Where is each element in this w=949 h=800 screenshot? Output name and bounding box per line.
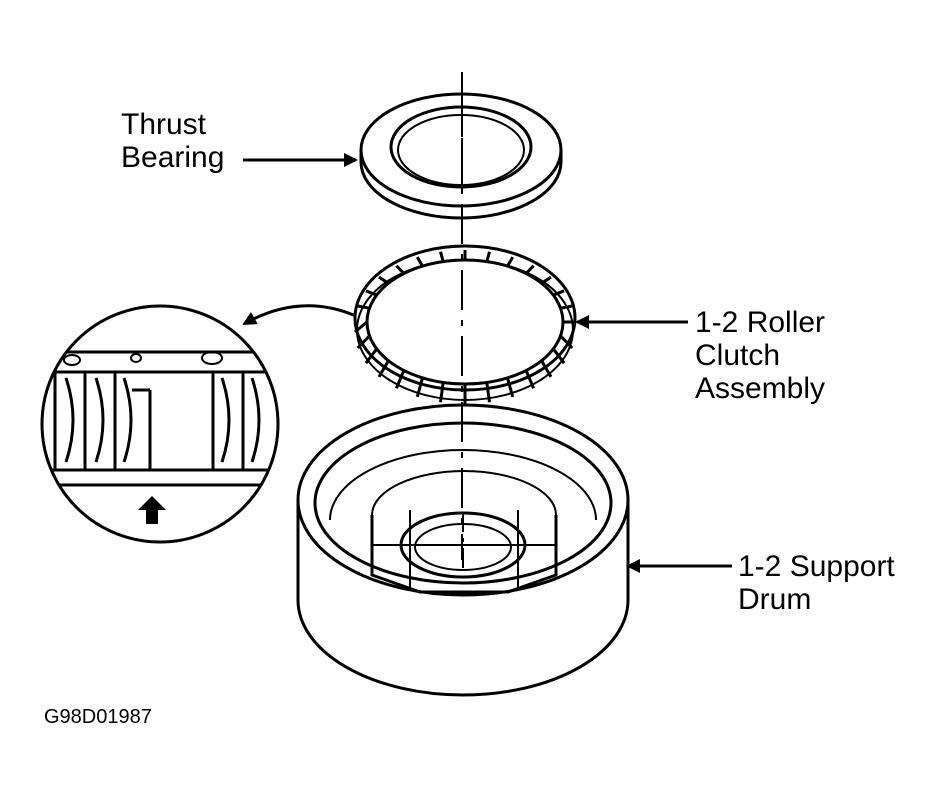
roller-clutch-label: 1-2 Roller Clutch Assembly — [695, 306, 825, 405]
roller-clutch-label-line2: Clutch — [695, 339, 781, 372]
clutch-rib — [485, 382, 491, 403]
clutch-rib — [439, 251, 445, 262]
roller-clutch-label-line1: 1-2 Roller — [695, 306, 826, 339]
roller-clutch-label-line3: Assembly — [695, 372, 826, 405]
clutch-rib — [552, 289, 565, 297]
clutch-rib — [439, 382, 445, 403]
thrust-bearing-label-line2: Bearing — [121, 141, 225, 174]
clutch-rib — [552, 347, 566, 365]
thrust-bearing-label: Thrust Bearing — [121, 108, 224, 174]
clutch-rib — [365, 289, 378, 297]
clutch-rib — [540, 275, 552, 285]
clutch-rib — [506, 256, 514, 267]
clutch-rib — [395, 369, 406, 389]
support-drum-label: 1-2 Support Drum — [738, 550, 895, 616]
clutch-rib — [525, 264, 535, 275]
clutch-rib — [559, 334, 574, 350]
clutch-rib — [377, 359, 390, 378]
clutch-rib — [524, 369, 535, 389]
clutch-rib — [364, 347, 378, 365]
clutch-rib — [378, 275, 390, 285]
clutch-rib — [395, 264, 405, 275]
thrust-bearing-drawing — [359, 92, 563, 220]
detail-view — [40, 304, 280, 544]
roller-clutch-drawing — [353, 244, 577, 404]
clutch-rib — [415, 377, 424, 398]
clutch-rib — [357, 304, 370, 310]
clutch-rib — [485, 251, 491, 262]
support-drum-label-line2: Drum — [738, 583, 812, 616]
clutch-rib — [354, 320, 368, 334]
clutch-rib — [560, 304, 573, 310]
clutch-rib — [540, 359, 553, 378]
clutch-rib — [506, 377, 515, 398]
support-drum-label-line1: 1-2 Support — [738, 550, 895, 583]
figure-code: G98D01987 — [44, 706, 152, 728]
thrust-bearing-label-line1: Thrust — [121, 108, 207, 141]
clutch-rib — [356, 334, 371, 350]
support-drum-drawing — [296, 403, 630, 697]
detail-pointer-arrow — [242, 304, 357, 326]
clutch-rib — [416, 256, 424, 267]
